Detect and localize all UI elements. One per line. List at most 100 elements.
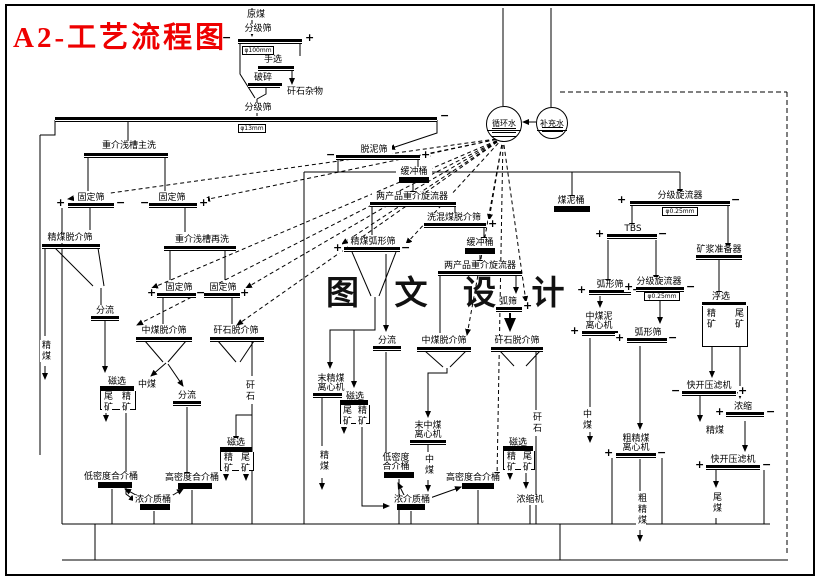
magsep-2-drum [220,447,252,452]
fixed-screen-2-minus: − [140,196,150,209]
class-cyclone-2-size: φ0.25mm [644,292,680,301]
gangue-media-screen-L-label: 矸石脱介筛 [212,326,260,336]
magsep-1-tailings: 尾矿 [102,391,112,413]
gangue-media-screen-M-bar [491,347,543,352]
fine-mid-centrifuge-bar [410,440,446,445]
class-cyclone-2-bar [636,287,684,292]
fine-mid-centrifuge-label-1: 末中煤 [412,421,444,431]
class-cyclone-2-minus: − [686,280,696,293]
low-density-tank-M [384,472,414,478]
class-cyclone-1-bar [630,201,730,206]
thickening-label: 浓缩 [730,402,756,412]
splitter-3-bar [373,346,401,351]
fine-mid-centrifuge-label-2: 离心机 [412,430,444,440]
fixed-screen-1-plus: + [56,196,66,209]
buffer-tank-2-label: 缓冲桶 [462,238,498,248]
arc-screen-M-bar [496,307,522,312]
thickening-minus: − [766,405,776,418]
magsep-2-label: 磁选 [222,438,250,448]
arc-screen-R2-minus: − [668,331,678,344]
magsep-4-concentrate: 精矿 [505,451,515,473]
fixed-screen-4-label: 固定筛 [206,283,240,293]
hand-pick-bar [258,66,294,71]
fixed-screen-2-bar [149,203,197,208]
mixed-coal-media-screen-plus: + [488,217,498,230]
fixed-screen-3-bar [157,293,201,298]
high-density-tank-M [462,483,494,489]
fine-cc-centrifuge-bar [313,393,347,398]
mid-slime-centrifuge-plus: + [570,324,580,337]
high-density-tank-L-label: 高密度合介桶 [163,473,221,483]
mid-slime-centrifuge-label-2: 离心机 [583,321,615,331]
slime-tank [554,206,590,212]
raw-coal-label: 原煤 [236,10,276,20]
class-cyclone-1-minus: − [731,193,741,206]
magsep-1-drum [100,386,134,391]
arc-screen-R1-bar [589,290,631,295]
arc-screen-M-label: 弧筛 [496,297,520,307]
classifying-screen-1-label: 分级筛 [232,24,284,34]
filter-press-1-bar [682,391,736,396]
fine-cc-centrifuge-label-2: 离心机 [316,383,346,393]
desliming-screen-bar [336,155,420,160]
water-level-icon [541,126,563,135]
filter-press-2-bar [706,465,760,470]
mid-coal-media-screen-L-label: 中煤脱介筛 [140,326,188,336]
coarse-cc-centrifuge-label-2: 离心机 [620,443,652,453]
high-density-tank-L [178,483,212,489]
coarse-cc-centrifuge-plus: + [604,446,614,459]
classifying-screen-1-plus: + [305,31,315,44]
cc-arc-screen-bar [344,247,400,252]
fixed-screen-4-bar [204,293,244,298]
magsep-2-concentrate: 精矿 [222,452,232,474]
crusher-bar [248,83,282,88]
classifying-screen-1-size: φ100mm [242,46,274,55]
fixed-screen-4-plus: + [240,286,250,299]
low-density-tank-M-label-2: 合介桶 [380,462,412,472]
fixed-screen-3-minus: − [196,286,206,299]
hm-cyclone-1-label: 两产品重介旋流器 [372,192,452,202]
tbs-bar [607,234,657,239]
fine-cc-centrifuge-label-1: 末精煤 [316,374,346,384]
low-density-tank-L [98,482,132,488]
splitter-1-label: 分流 [92,306,118,316]
splitter-2-label: 分流 [174,391,200,401]
filter-press-2-minus: − [762,458,772,471]
dense-medium-tank-M [397,504,425,510]
desliming-screen-minus: − [326,148,336,161]
classifying-screen-2-size: φ13mm [238,124,266,133]
drawing-title: A2-工艺流程图 [13,22,228,54]
gangue-media-screen-L-bar [210,337,264,342]
magsep-1-concentrate: 精矿 [120,391,130,413]
filter-press-1-minus: − [671,384,681,397]
hand-pick-label: 手选 [258,55,288,65]
coarse-cc-centrifuge-minus: − [657,446,667,459]
slurry-prep-label: 矿浆准备器 [694,245,744,255]
circulating-water-circle: 循环水 [486,106,522,142]
clean-coal-media-screen-label: 精煤脱介筛 [46,233,94,243]
fixed-screen-1-bar [68,203,114,208]
class-cyclone-2-label: 分级旋流器 [634,277,684,287]
arc-screen-R2-bar [627,338,667,343]
mid-slime-centrifuge-label-1: 中煤泥 [583,312,615,322]
desliming-screen-plus: + [421,148,431,161]
clean-coal-out-R: 精煤 [702,426,728,436]
magsep-3-tailings: 尾矿 [341,405,351,427]
tbs-label: TBS [620,224,646,234]
mid-coal-out-M: 中煤 [423,454,433,476]
class-cyclone-1-plus: + [617,193,627,206]
classifying-screen-1-bar [238,39,302,44]
mid-coal-out-L: 中煤 [134,380,160,390]
classifying-screen-2-label: 分级筛 [232,103,284,113]
clean-coal-out-M: 精煤 [318,450,328,472]
filter-press-1-plus: + [738,384,748,397]
tbs-plus: + [595,227,605,240]
low-density-tank-M-label-1: 低密度 [380,453,412,463]
splitter-3-label: 分流 [374,336,400,346]
gangue-media-screen-M-label: 矸石脱介筛 [493,336,541,346]
coarse-cc-centrifuge-label-1: 粗精煤 [620,434,652,444]
cc-arc-screen-label: 精煤弧形筛 [348,237,398,247]
mid-coal-media-screen-M-bar [417,347,471,352]
magsep-4-tailings: 尾矿 [521,451,531,473]
